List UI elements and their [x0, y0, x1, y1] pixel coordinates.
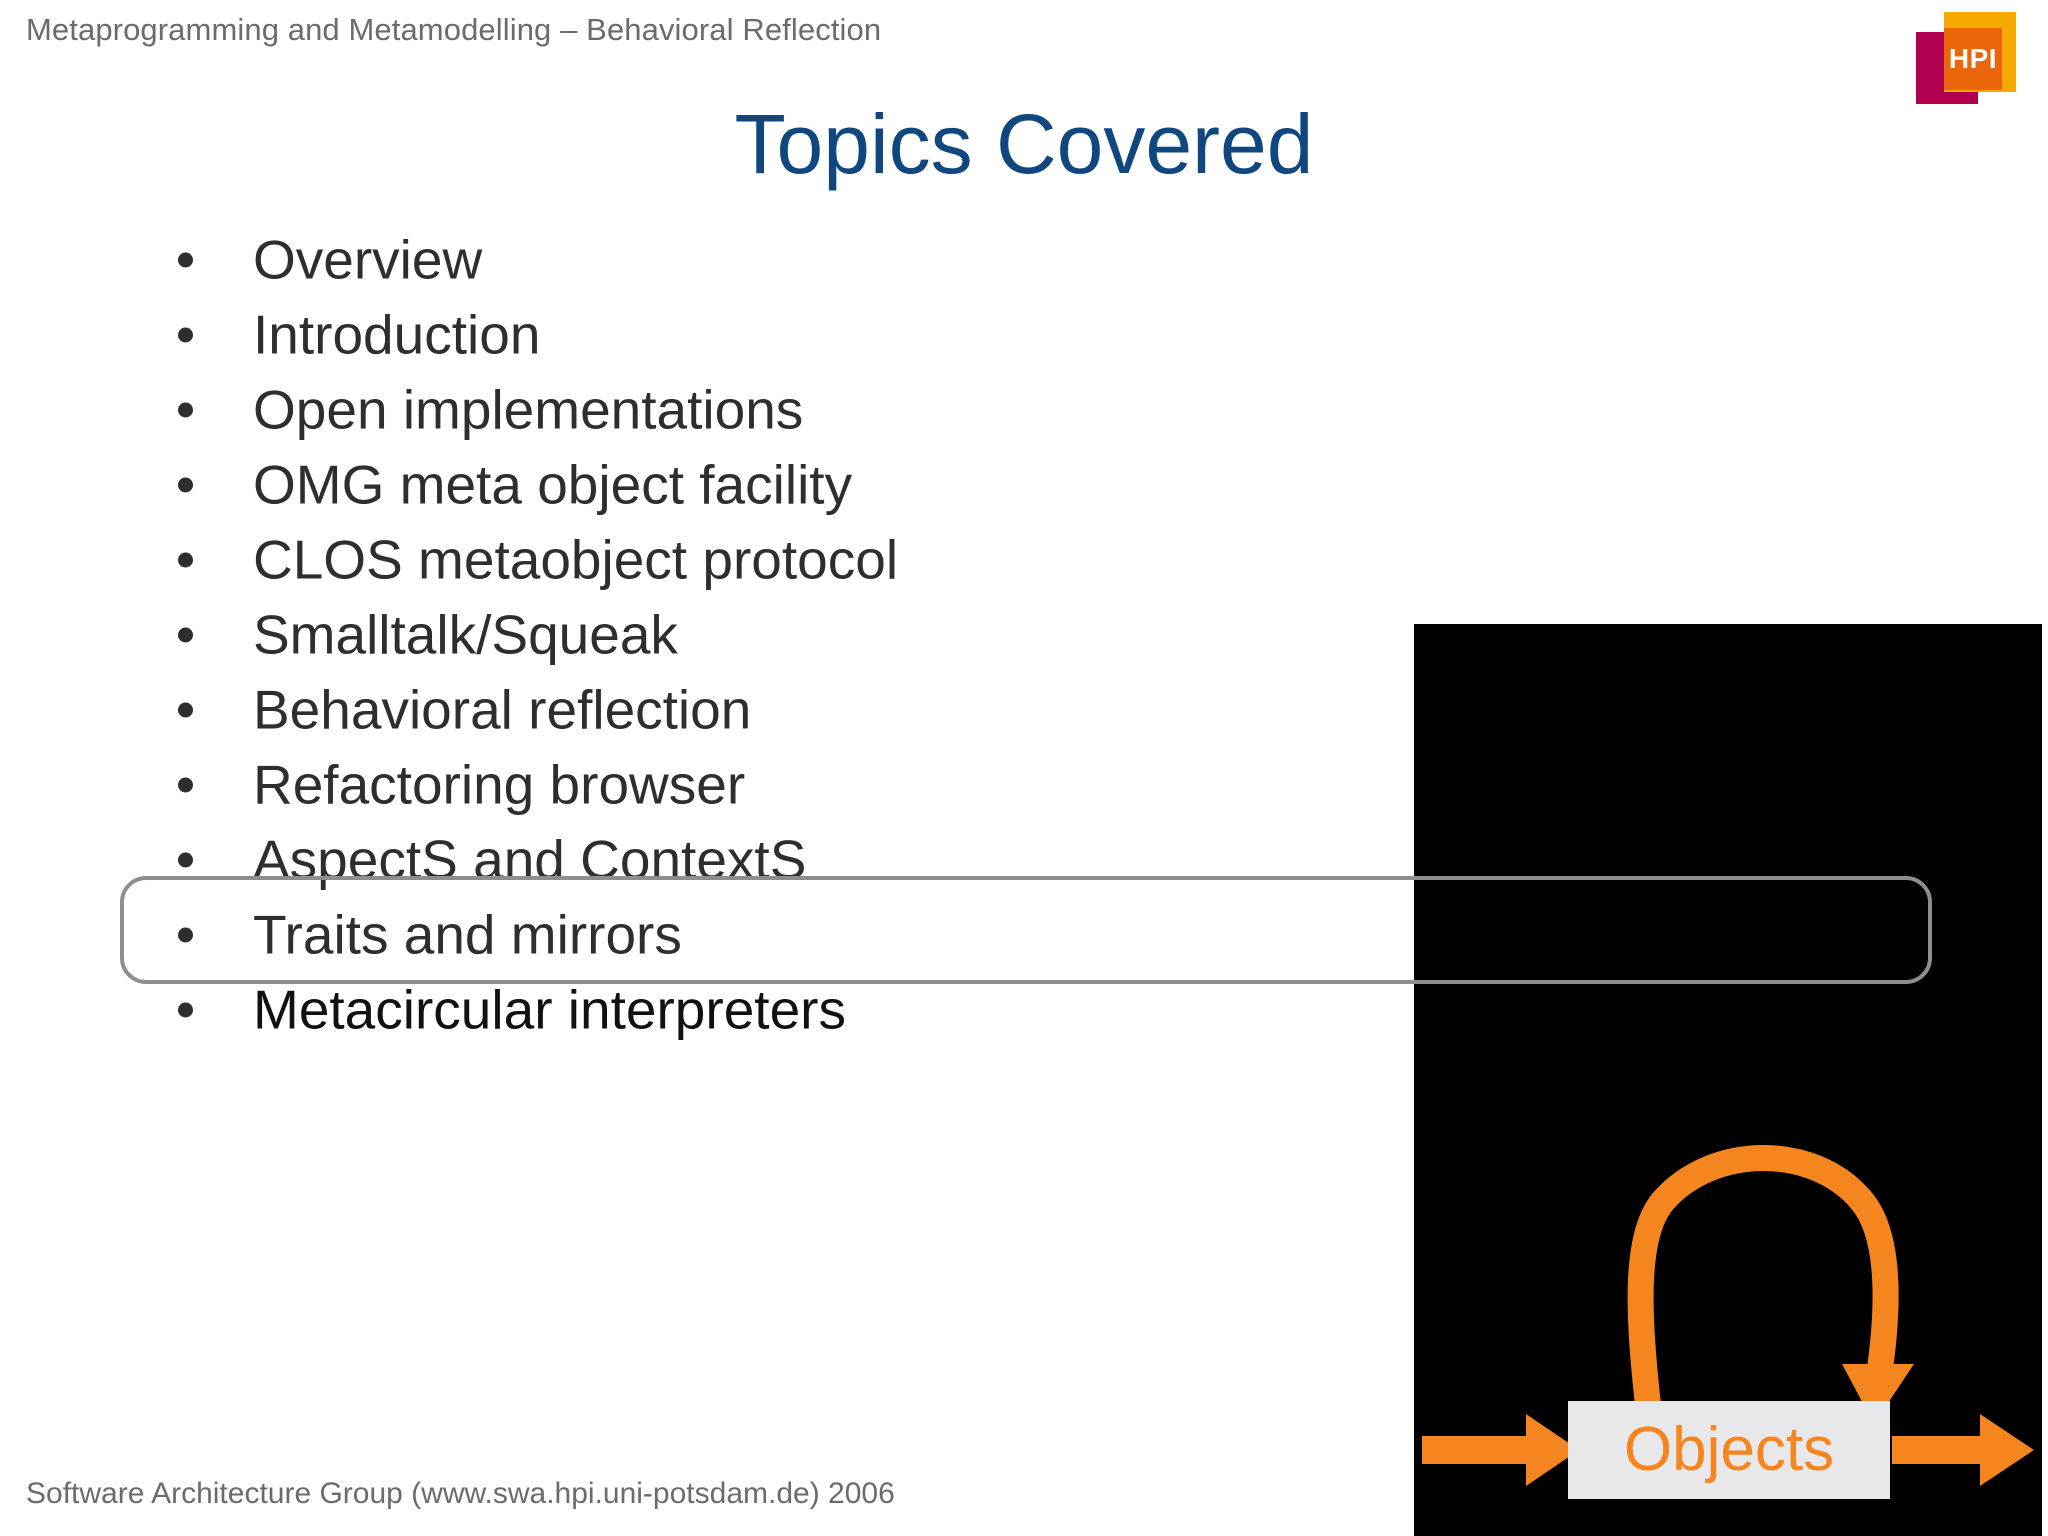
list-item: OMG meta object facility — [0, 447, 1250, 522]
list-item: Open implementations — [0, 372, 1250, 447]
hpi-logo-text: HPI — [1948, 43, 1998, 74]
list-item: AspectS and ContextS — [0, 822, 1250, 897]
list-item-label: Open implementations — [253, 378, 804, 440]
list-item: Refactoring browser — [0, 747, 1250, 822]
list-item: Introduction — [0, 297, 1250, 372]
objects-box: Objects — [1568, 1401, 1890, 1499]
bullet-icon — [178, 477, 193, 492]
slide-footer: Software Architecture Group (www.swa.hpi… — [26, 1477, 895, 1510]
list-item: CLOS metaobject protocol — [0, 522, 1250, 597]
list-item-label: OMG meta object facility — [253, 453, 853, 515]
hpi-logo-orange-square — [1944, 28, 2002, 90]
bullet-icon — [178, 702, 193, 717]
slide-header-title: Metaprogramming and Metamodelling – Beha… — [26, 12, 882, 47]
objects-diagram — [1422, 1145, 2034, 1486]
bullet-icon — [178, 402, 193, 417]
bullet-icon — [178, 852, 193, 867]
topics-list: Overview Introduction Open implementatio… — [0, 222, 1250, 1047]
bullet-icon — [178, 627, 193, 642]
list-item-label: Behavioral reflection — [253, 678, 752, 740]
incoming-arrow — [1422, 1414, 1579, 1486]
list-item: Metacircular interpreters — [0, 972, 1250, 1047]
bullet-icon — [178, 552, 193, 567]
hpi-logo: HPI — [1916, 10, 2032, 110]
list-item-label: Refactoring browser — [253, 753, 746, 815]
outgoing-arrow — [1892, 1414, 2034, 1486]
list-item-label: Traits and mirrors — [253, 903, 682, 965]
bullet-icon — [178, 1002, 193, 1017]
list-item: Traits and mirrors — [0, 897, 1250, 972]
list-item-label: Introduction — [253, 303, 541, 365]
list-item-label: AspectS and ContextS — [253, 828, 807, 890]
self-loop-arrowhead — [1842, 1364, 1914, 1424]
objects-box-label: Objects — [1623, 1415, 1835, 1484]
self-loop-arrow-path — [1627, 1145, 1899, 1416]
list-item-label: Overview — [253, 228, 483, 290]
bullet-icon — [178, 327, 193, 342]
bullet-icon — [178, 777, 193, 792]
list-item-label: Metacircular interpreters — [253, 978, 846, 1040]
list-item: Overview — [0, 222, 1250, 297]
list-item: Smalltalk/Squeak — [0, 597, 1250, 672]
bullet-icon — [178, 927, 193, 942]
bullet-icon — [178, 252, 193, 267]
list-item-label: Smalltalk/Squeak — [253, 603, 678, 665]
list-item-behavioral-reflection: Behavioral reflection — [0, 672, 1250, 747]
diagram-panel: Objects — [1414, 624, 2042, 1536]
list-item-label: CLOS metaobject protocol — [253, 528, 899, 590]
page-title: Topics Covered — [734, 97, 1314, 191]
